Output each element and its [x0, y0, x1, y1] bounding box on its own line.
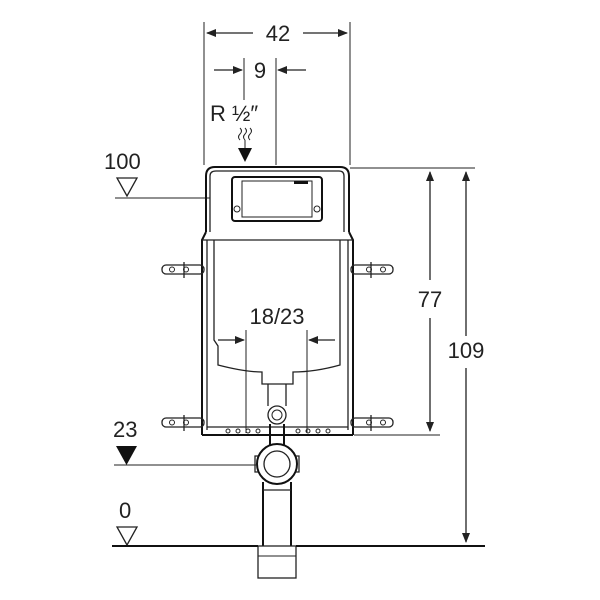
flush-plate-opening: [231, 176, 323, 222]
wall-bracket-top-right: [350, 262, 394, 278]
wall-bracket-top-left: [161, 262, 205, 278]
rail-holes: [225, 428, 331, 434]
water-inlet-label: R ½″: [210, 101, 258, 126]
total-height-label: 109: [448, 338, 485, 363]
level-100-label: 100: [104, 149, 141, 174]
drain-spigot: [257, 545, 297, 579]
frame-height-dimension: 77: [350, 167, 442, 436]
level-marker-0: 0: [112, 498, 485, 547]
level-0-label: 0: [119, 498, 131, 523]
frame-height-label: 77: [418, 287, 442, 312]
flush-pipe: [254, 384, 300, 579]
wall-bracket-bottom-left: [161, 415, 205, 431]
level-marker-100: 100: [104, 149, 210, 199]
outlet-width-dimension: 18/23: [218, 304, 335, 433]
water-inlet: R ½″: [210, 101, 258, 162]
wall-bracket-bottom-right: [350, 415, 394, 431]
inlet-offset-dimension: 9: [214, 58, 306, 165]
cistern-frame: [201, 166, 354, 436]
level-marker-23: 23: [113, 417, 257, 466]
level-23-label: 23: [113, 417, 137, 442]
inlet-arrow-icon: [238, 148, 252, 162]
inlet-offset-label: 9: [254, 58, 266, 83]
outlet-width-label: 18/23: [249, 304, 304, 329]
total-height-dimension: 109: [440, 167, 485, 543]
width-dimension: 42: [203, 21, 351, 165]
water-wave-icon: [238, 127, 252, 141]
width-label: 42: [266, 21, 290, 46]
